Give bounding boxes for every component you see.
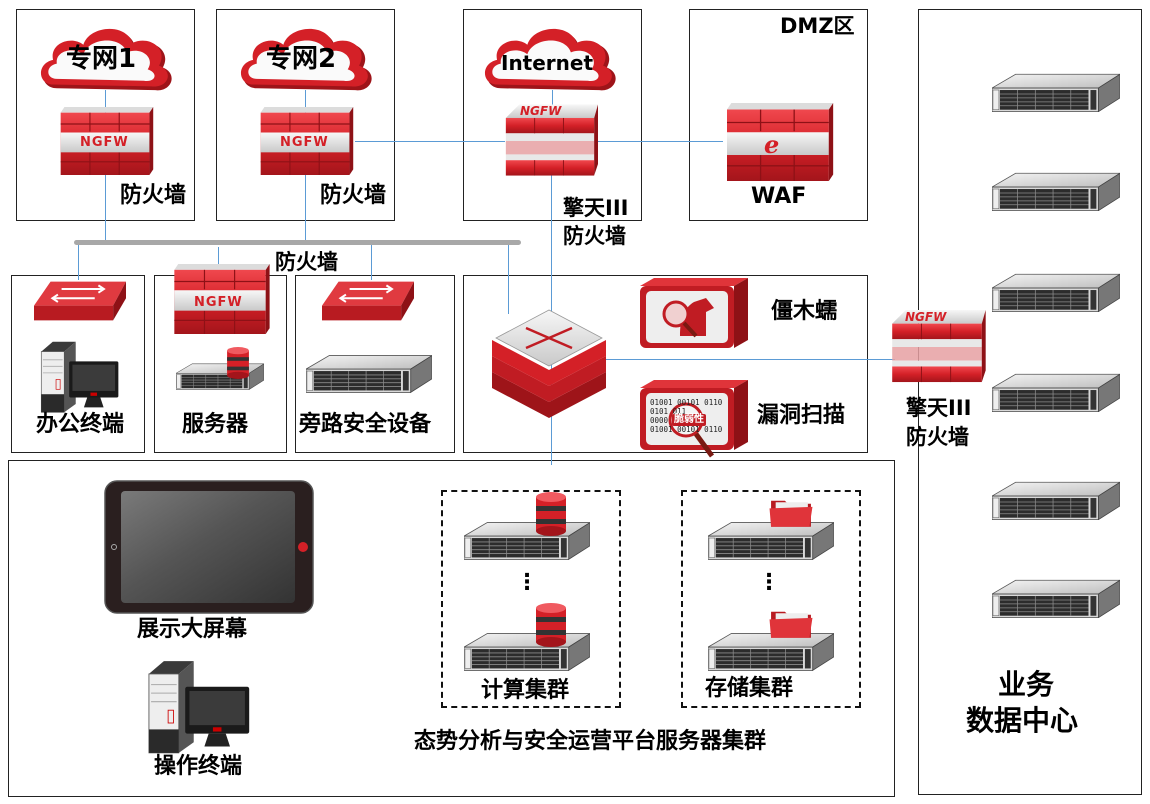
core-switch-icon: [492, 309, 606, 418]
datacenter-firewall-label-1: 擎天III: [906, 396, 972, 420]
binary-line: 01001 00101 0110: [650, 398, 723, 407]
zone-platform: [8, 460, 895, 797]
ngfw-badge: NGFW: [280, 135, 329, 150]
internet-cloud-label: Internet: [501, 51, 594, 75]
link-backbone-core: [508, 244, 510, 314]
compute-ellipsis: ⋮: [516, 570, 538, 595]
zone-security-core: [463, 275, 868, 453]
datacenter-server-icon: [992, 372, 1120, 412]
display-screen-label: 展示大屏幕: [137, 617, 248, 642]
switch-icon: [34, 278, 126, 324]
datacenter-server-icon: [992, 72, 1120, 112]
ngfw-badge: NGFW: [520, 104, 562, 118]
binary-line: 0000 100: [650, 416, 687, 425]
storage-cluster-label: 存储集群: [705, 676, 794, 701]
vuln-binary-text: 01001 00101 0110 0101 011 0000 100 01001…: [650, 398, 722, 434]
link-fw2-internet-fw: [355, 141, 505, 143]
binary-line: 01001 00101 0110: [650, 425, 723, 434]
link-backbone-bypass: [371, 244, 373, 280]
zone-internet: [463, 9, 642, 221]
office-terminal-label: 办公终端: [36, 412, 125, 437]
compute-cluster-group: [441, 490, 621, 708]
datacenter-label-1: 业务: [998, 668, 1055, 701]
datacenter-server-icon: [992, 578, 1120, 618]
ngfw-badge: NGFW: [194, 295, 243, 310]
compute-server-icon: [464, 631, 590, 671]
storage-cluster-group: [681, 490, 861, 708]
rack-server-icon: [176, 356, 264, 396]
servers-label: 服务器: [182, 412, 249, 437]
folder-icon: [768, 607, 814, 641]
compute-server-icon: [464, 520, 590, 560]
botnet-label: 僵木蠕: [771, 299, 838, 324]
private-net-2-cloud-label: 专网2: [266, 44, 337, 74]
vuln-scan-label: 漏洞扫描: [757, 403, 846, 428]
zone-dmz: [689, 9, 868, 221]
dmz-title: DMZ区: [780, 14, 855, 38]
zone-bypass: [295, 275, 455, 453]
platform-caption: 态势分析与安全运营平台服务器集群: [414, 729, 767, 754]
datacenter-server-icon: [992, 171, 1120, 211]
database-icon: [536, 603, 566, 647]
operator-terminal-icon: [142, 659, 254, 755]
link-core-datacenter-fw: [600, 359, 895, 361]
bypass-security-label: 旁路安全设备: [299, 412, 432, 437]
waf-label: WAF: [751, 184, 807, 209]
compute-cluster-label: 计算集群: [481, 678, 570, 703]
desktop-pc-icon: [38, 340, 120, 414]
ngfw-badge: NGFW: [80, 135, 129, 150]
datacenter-label-2: 数据中心: [966, 704, 1079, 737]
database-icon: [227, 347, 249, 379]
datacenter-server-icon: [992, 272, 1120, 312]
datacenter-firewall-label-2: 防火墙: [906, 425, 969, 449]
datacenter-server-icon: [992, 480, 1120, 520]
folder-icon: [768, 496, 814, 530]
storage-ellipsis: ⋮: [758, 570, 780, 595]
internet-firewall-label-1: 擎天III: [563, 196, 629, 220]
display-screen-icon: [104, 480, 314, 614]
link-internetfw-waf: [598, 141, 723, 143]
private-net-2-firewall-label: 防火墙: [320, 183, 387, 208]
binary-line: 0101 011: [650, 407, 687, 416]
switch-icon: [322, 278, 414, 324]
botnet-trojan-icon: [640, 278, 748, 348]
rack-server-icon: [306, 352, 432, 394]
vuln-badge: 脆弱性: [672, 414, 706, 426]
operator-terminal-label: 操作终端: [154, 754, 243, 779]
ngfw-badge: NGFW: [905, 310, 947, 324]
internet-firewall-label-2: 防火墙: [563, 224, 626, 248]
private-net-1-firewall-label: 防火墙: [120, 183, 187, 208]
backbone-firewall-label: 防火墙: [275, 250, 338, 274]
database-icon: [536, 492, 566, 536]
ie-browser-icon: e: [764, 130, 780, 159]
backbone-bar: [74, 240, 521, 245]
zone-datacenter: [918, 9, 1142, 795]
link-backbone-office: [78, 244, 80, 280]
private-net-1-cloud-label: 专网1: [66, 44, 137, 74]
link-backbone-servers: [218, 247, 220, 267]
